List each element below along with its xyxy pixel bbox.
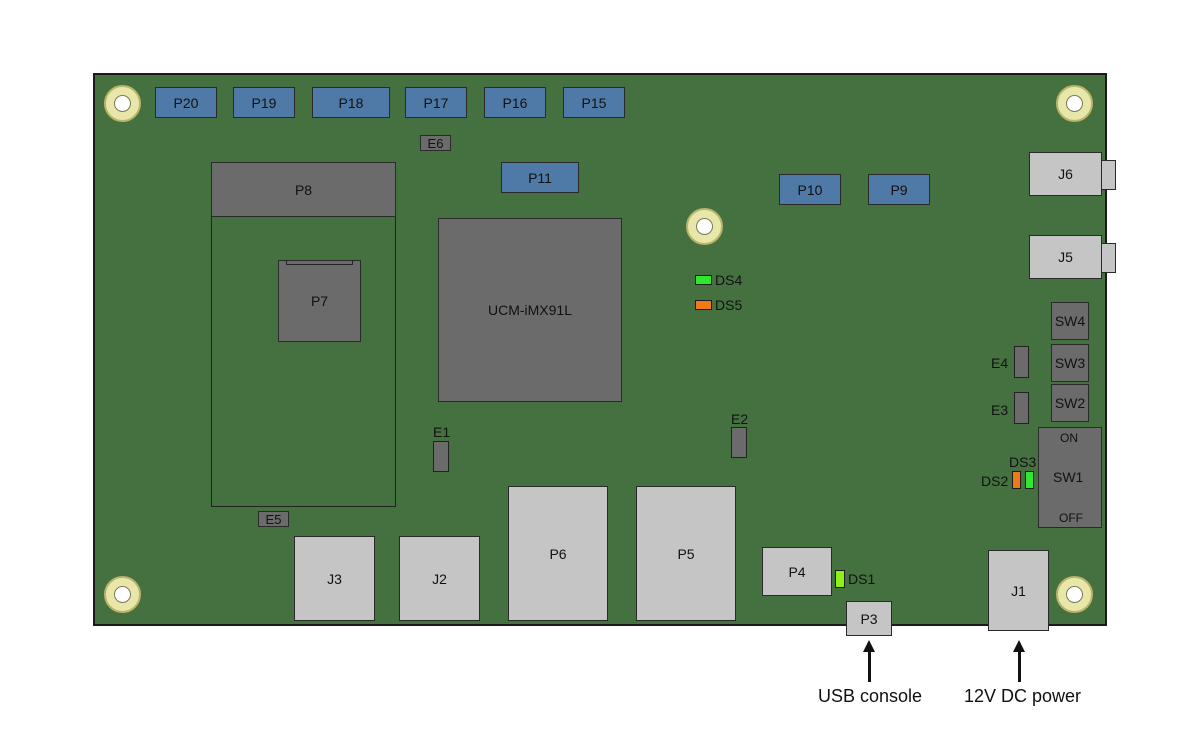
connector-p16: P16 xyxy=(484,87,546,118)
switch-sw4: SW4 xyxy=(1051,302,1089,340)
connector-p17: P17 xyxy=(405,87,467,118)
som-module: UCM-iMX91L xyxy=(438,218,622,402)
switch-sw3: SW3 xyxy=(1051,344,1089,382)
connector-p9: P9 xyxy=(868,174,930,205)
connector-j1: J1 xyxy=(988,550,1049,631)
switch-sw1-off-label: OFF xyxy=(1059,511,1083,525)
jumper-e4 xyxy=(1014,346,1029,378)
led-ds5-label: DS5 xyxy=(715,297,743,313)
jumper-e5: E5 xyxy=(258,511,289,527)
connector-p15: P15 xyxy=(563,87,625,118)
connector-p18: P18 xyxy=(312,87,390,118)
led-ds1-label: DS1 xyxy=(848,571,876,587)
jack-j6: J6 xyxy=(1029,152,1102,196)
mounting-hole-center xyxy=(686,208,723,245)
jack-j5-tab xyxy=(1101,243,1116,273)
switch-sw1-on-label: ON xyxy=(1060,431,1078,445)
connector-p6: P6 xyxy=(508,486,608,621)
jumper-e6: E6 xyxy=(420,135,451,151)
jack-j5: J5 xyxy=(1029,235,1102,279)
led-ds5 xyxy=(695,300,712,310)
led-ds2 xyxy=(1012,471,1021,489)
slot-p7: P7 xyxy=(278,260,361,342)
jumper-e3-label: E3 xyxy=(991,402,1009,418)
connector-j3: J3 xyxy=(294,536,375,621)
connector-p11: P11 xyxy=(501,162,579,193)
mounting-hole-top-left xyxy=(104,85,141,122)
connector-p5: P5 xyxy=(636,486,736,621)
switch-sw2: SW2 xyxy=(1051,384,1089,422)
connector-p10: P10 xyxy=(779,174,841,205)
led-ds1 xyxy=(835,570,845,588)
usb-console-arrow-line xyxy=(868,651,871,682)
jumper-e4-label: E4 xyxy=(991,355,1009,371)
connector-j2: J2 xyxy=(399,536,480,621)
led-ds4-label: DS4 xyxy=(715,272,743,288)
usb-console-arrow-head xyxy=(863,640,875,652)
led-ds3-label: DS3 xyxy=(1009,454,1037,470)
jumper-e1 xyxy=(433,441,449,472)
power-caption: 12V DC power xyxy=(964,686,1082,706)
connector-p4: P4 xyxy=(762,547,832,596)
mounting-hole-bottom-right xyxy=(1056,576,1093,613)
connector-p19: P19 xyxy=(233,87,295,118)
jack-j6-tab xyxy=(1101,160,1116,190)
led-ds2-label: DS2 xyxy=(981,473,1009,489)
jumper-e2-label: E2 xyxy=(731,411,749,427)
mounting-hole-bottom-left xyxy=(104,576,141,613)
power-arrow-head xyxy=(1013,640,1025,652)
usb-console-caption: USB console xyxy=(818,686,923,706)
mounting-hole-top-right xyxy=(1056,85,1093,122)
led-ds4 xyxy=(695,275,712,285)
switch-sw1-label: SW1 xyxy=(1053,469,1084,485)
switch-sw1 xyxy=(1038,427,1102,528)
connector-p3: P3 xyxy=(846,601,892,636)
led-ds3 xyxy=(1025,471,1034,489)
jumper-e3 xyxy=(1014,392,1029,424)
connector-p20: P20 xyxy=(155,87,217,118)
jumper-e2 xyxy=(731,427,747,458)
power-arrow-line xyxy=(1018,651,1021,682)
connector-p8: P8 xyxy=(211,162,396,217)
jumper-e1-label: E1 xyxy=(433,424,451,440)
slot-p7-notch xyxy=(286,260,353,265)
